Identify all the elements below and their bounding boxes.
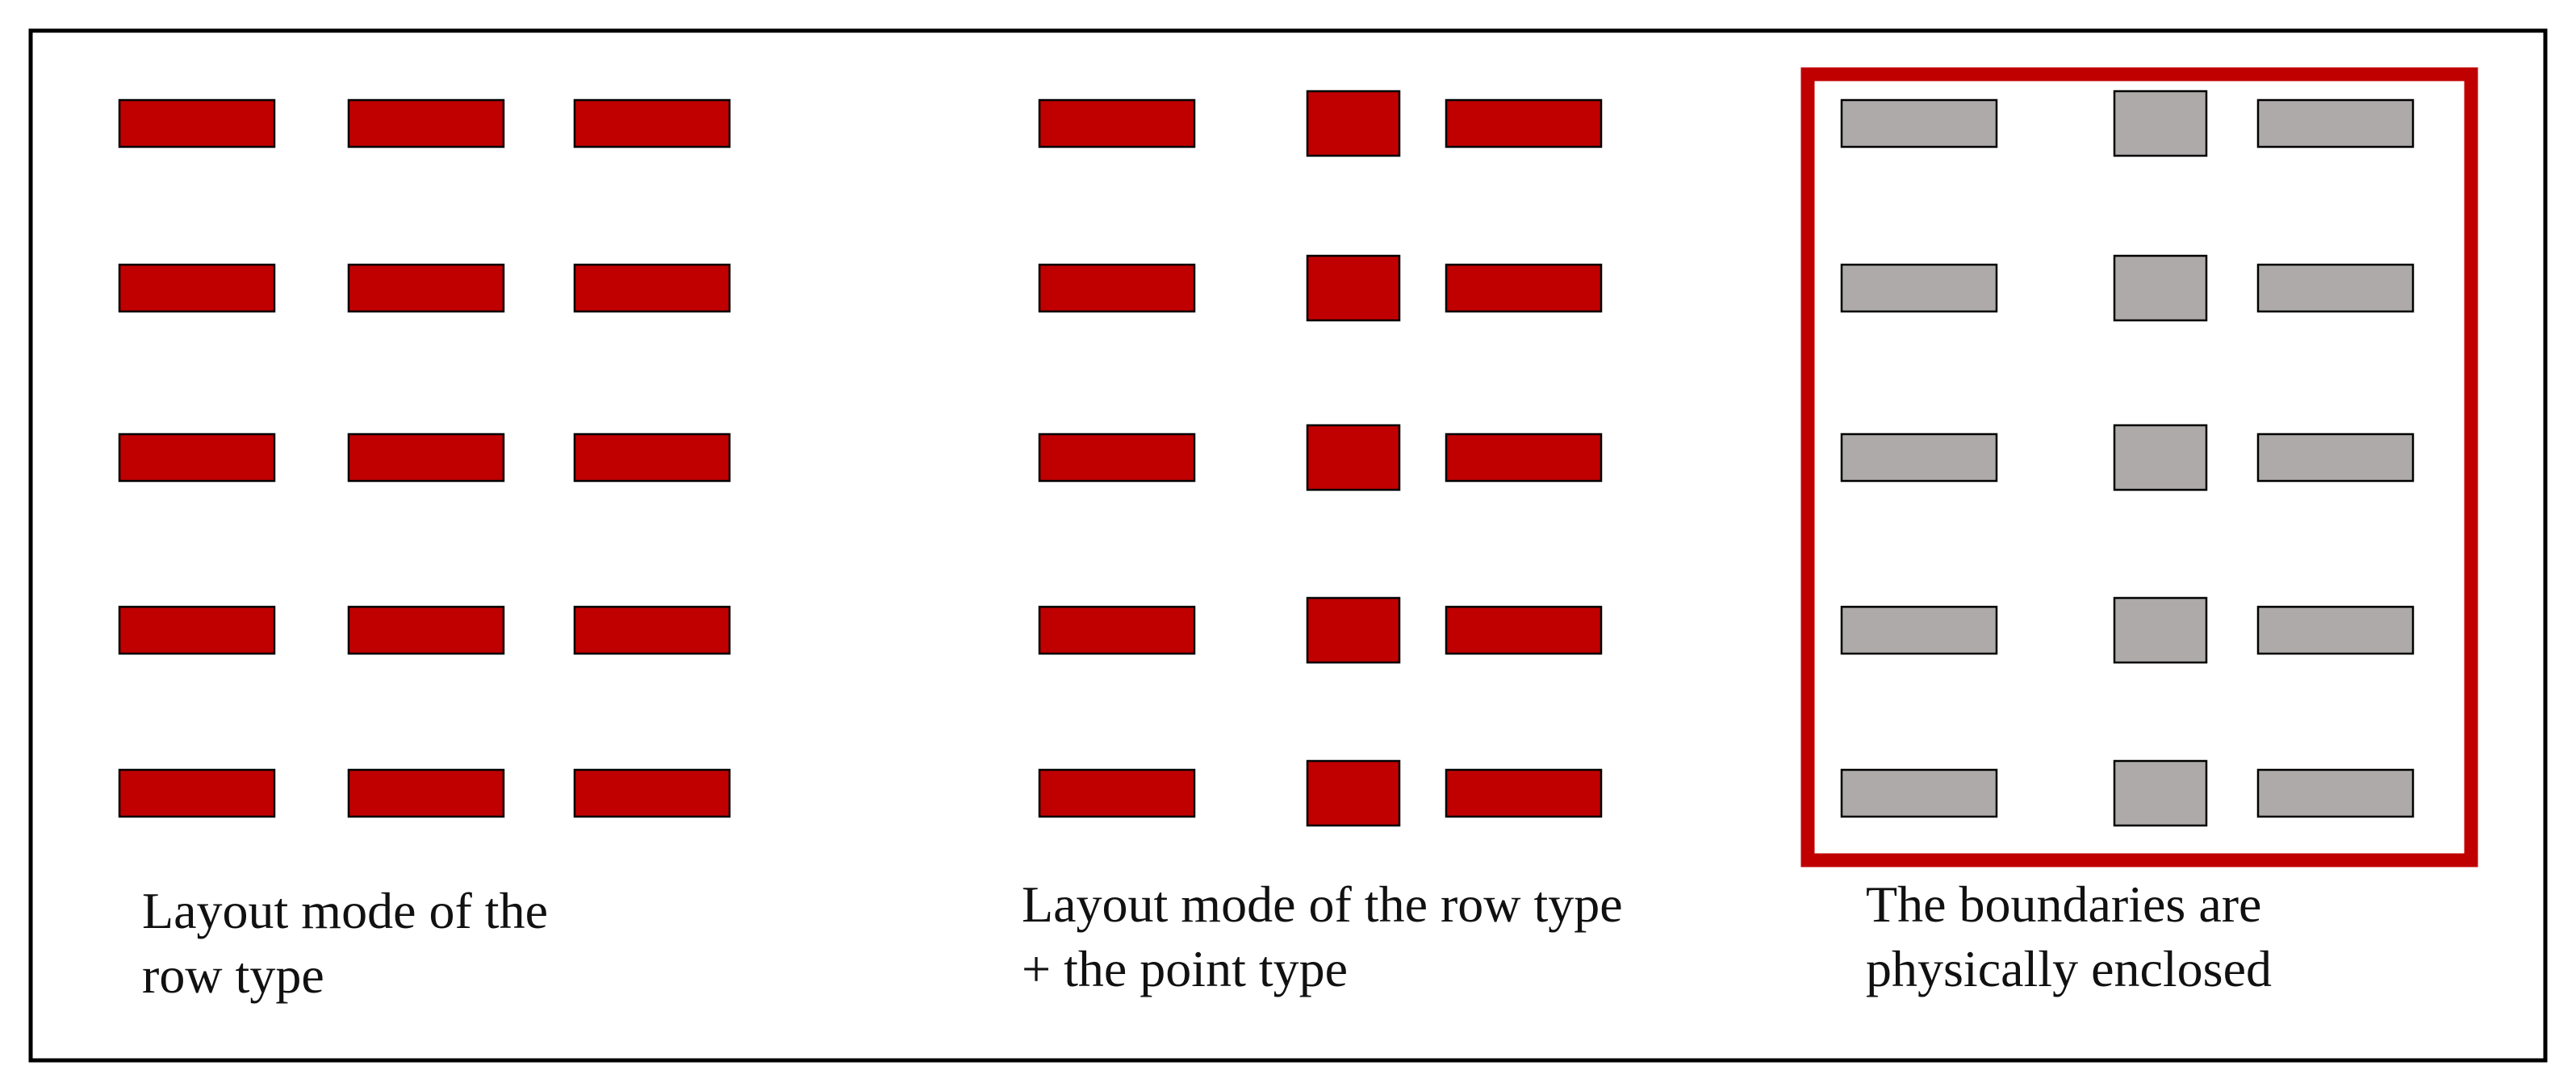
caption-physically-enclosed: The boundaries are physically enclosed [1866, 876, 2274, 997]
row-block-r3-c1 [1840, 433, 1998, 483]
row-block-r3-c2 [347, 433, 505, 483]
point-block-r1-c2 [2113, 90, 2208, 157]
row-block-r3-c3 [2256, 433, 2415, 483]
enclosure-boundary [1800, 67, 2478, 867]
row-block-r2-c3 [2256, 263, 2415, 313]
point-block-r4-c2 [1306, 596, 1401, 664]
row-block-r5-c3 [573, 768, 731, 818]
point-block-r3-c2 [2113, 424, 2208, 491]
caption-row-type: Layout mode of the row type [142, 882, 561, 1004]
point-block-r5-c2 [2113, 759, 2208, 827]
point-block-r5-c2 [1306, 759, 1401, 827]
row-block-r4-c1 [1038, 605, 1196, 655]
row-block-r1-c1 [1840, 98, 1998, 148]
caption-row-plus-point-type-line-2: + the point type [1022, 940, 1348, 997]
point-block-r2-c2 [2113, 254, 2208, 322]
row-block-r4-c1 [118, 605, 276, 655]
row-block-r4-c2 [347, 605, 505, 655]
row-block-r5-c3 [2256, 768, 2415, 818]
row-block-r1-c3 [2256, 98, 2415, 148]
outer-frame [28, 28, 2548, 1063]
caption-row-plus-point-type-line-1: Layout mode of the row type [1022, 876, 1623, 933]
row-block-r2-c1 [1038, 263, 1196, 313]
caption-row-plus-point-type: Layout mode of the row type + the point … [1022, 876, 1636, 997]
row-block-r2-c1 [1840, 263, 1998, 313]
caption-row-type-line-1: Layout mode of the [142, 882, 548, 939]
point-block-r4-c2 [2113, 596, 2208, 664]
point-block-r2-c2 [1306, 254, 1401, 322]
row-block-r5-c1 [118, 768, 276, 818]
row-block-r5-c1 [1840, 768, 1998, 818]
row-block-r4-c3 [1445, 605, 1603, 655]
row-block-r1-c1 [118, 98, 276, 148]
point-block-r1-c2 [1306, 90, 1401, 157]
panel-row-plus-point-type [1038, 90, 1603, 827]
row-block-r3-c1 [1038, 433, 1196, 483]
row-block-r1-c2 [347, 98, 505, 148]
row-block-r2-c3 [1445, 263, 1603, 313]
row-block-r3-c3 [573, 433, 731, 483]
row-block-r3-c3 [1445, 433, 1603, 483]
row-block-r2-c2 [347, 263, 505, 313]
row-block-r5-c1 [1038, 768, 1196, 818]
row-block-r3-c1 [118, 433, 276, 483]
row-block-r1-c1 [1038, 98, 1196, 148]
panel-row-type [118, 98, 731, 818]
row-block-r1-c3 [573, 98, 731, 148]
caption-row-type-line-2: row type [142, 947, 324, 1004]
panel-physically-enclosed [1800, 67, 2478, 867]
row-block-r4-c3 [573, 605, 731, 655]
row-block-r4-c1 [1840, 605, 1998, 655]
caption-physically-enclosed-line-2: physically enclosed [1866, 940, 2272, 997]
row-block-r4-c3 [2256, 605, 2415, 655]
row-block-r2-c1 [118, 263, 276, 313]
row-block-r5-c3 [1445, 768, 1603, 818]
point-block-r3-c2 [1306, 424, 1401, 491]
row-block-r1-c3 [1445, 98, 1603, 148]
caption-physically-enclosed-line-1: The boundaries are [1866, 876, 2261, 933]
row-block-r5-c2 [347, 768, 505, 818]
row-block-r2-c3 [573, 263, 731, 313]
